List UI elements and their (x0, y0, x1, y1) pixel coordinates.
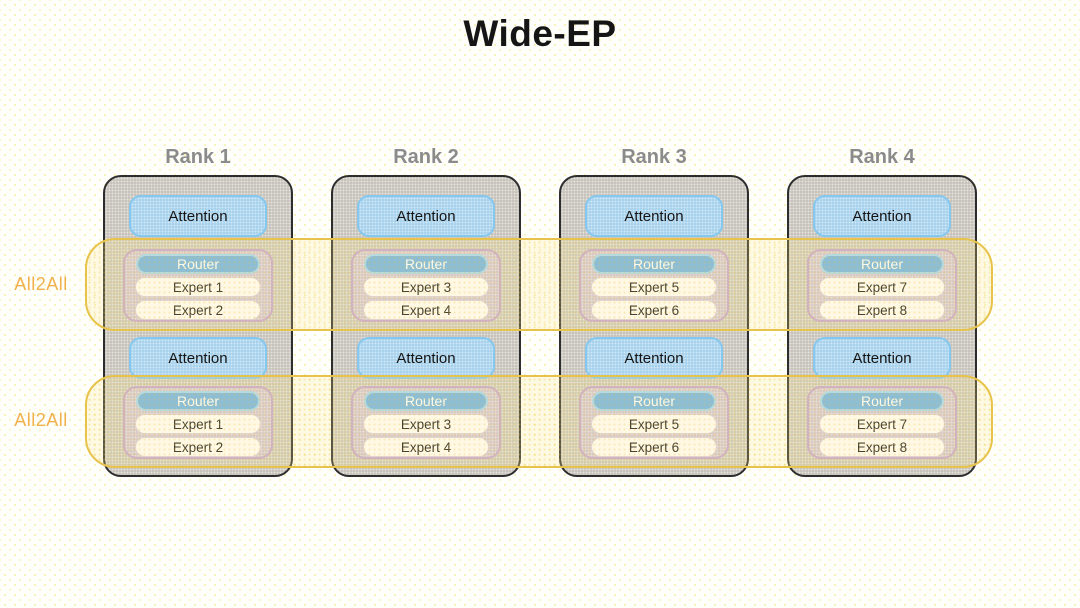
expert-block: Expert 7 (819, 414, 945, 434)
rank-label: Rank 4 (849, 146, 915, 168)
rank-box: Attention Router Expert 5 Expert 6 Atten… (559, 175, 749, 477)
rank-label: Rank 2 (393, 146, 459, 168)
attention-block: Attention (813, 195, 951, 237)
router-block: Router (820, 254, 944, 274)
expert-block: Expert 3 (363, 277, 489, 297)
diagram-title: Wide-EP (463, 13, 617, 54)
expert-block: Expert 8 (819, 300, 945, 320)
expert-block: Expert 5 (591, 277, 717, 297)
expert-block: Expert 6 (591, 300, 717, 320)
rank-column-4: Rank 4 Attention Router Expert 7 Expert … (787, 146, 977, 477)
attention-block: Attention (585, 195, 723, 237)
rank-column-1: Rank 1 Attention Router Expert 1 Expert … (103, 146, 293, 477)
expert-block: Expert 3 (363, 414, 489, 434)
attention-block: Attention (585, 337, 723, 379)
moe-group: Router Expert 3 Expert 4 (351, 249, 501, 322)
router-block: Router (592, 254, 716, 274)
expert-block: Expert 2 (135, 300, 261, 320)
expert-block: Expert 7 (819, 277, 945, 297)
moe-group: Router Expert 1 Expert 2 (123, 386, 273, 459)
moe-group: Router Expert 7 Expert 8 (807, 249, 957, 322)
rank-column-3: Rank 3 Attention Router Expert 5 Expert … (559, 146, 749, 477)
all2all-label: All2All (14, 410, 68, 430)
rank-box: Attention Router Expert 3 Expert 4 Atten… (331, 175, 521, 477)
moe-group: Router Expert 1 Expert 2 (123, 249, 273, 322)
rank-label: Rank 1 (165, 146, 231, 168)
moe-group: Router Expert 5 Expert 6 (579, 249, 729, 322)
rank-box: Attention Router Expert 7 Expert 8 Atten… (787, 175, 977, 477)
router-block: Router (136, 391, 260, 411)
router-block: Router (136, 254, 260, 274)
expert-block: Expert 1 (135, 277, 261, 297)
attention-block: Attention (357, 195, 495, 237)
expert-block: Expert 4 (363, 300, 489, 320)
expert-block: Expert 1 (135, 414, 261, 434)
all2all-label: All2All (14, 274, 68, 294)
rank-box: Attention Router Expert 1 Expert 2 Atten… (103, 175, 293, 477)
router-block: Router (820, 391, 944, 411)
moe-group: Router Expert 5 Expert 6 (579, 386, 729, 459)
expert-block: Expert 8 (819, 437, 945, 457)
rank-column-2: Rank 2 Attention Router Expert 3 Expert … (331, 146, 521, 477)
expert-block: Expert 5 (591, 414, 717, 434)
attention-block: Attention (357, 337, 495, 379)
moe-group: Router Expert 3 Expert 4 (351, 386, 501, 459)
router-block: Router (592, 391, 716, 411)
attention-block: Attention (129, 337, 267, 379)
attention-block: Attention (813, 337, 951, 379)
attention-block: Attention (129, 195, 267, 237)
expert-block: Expert 6 (591, 437, 717, 457)
moe-group: Router Expert 7 Expert 8 (807, 386, 957, 459)
expert-block: Expert 2 (135, 437, 261, 457)
expert-block: Expert 4 (363, 437, 489, 457)
router-block: Router (364, 391, 488, 411)
rank-label: Rank 3 (621, 146, 687, 168)
router-block: Router (364, 254, 488, 274)
